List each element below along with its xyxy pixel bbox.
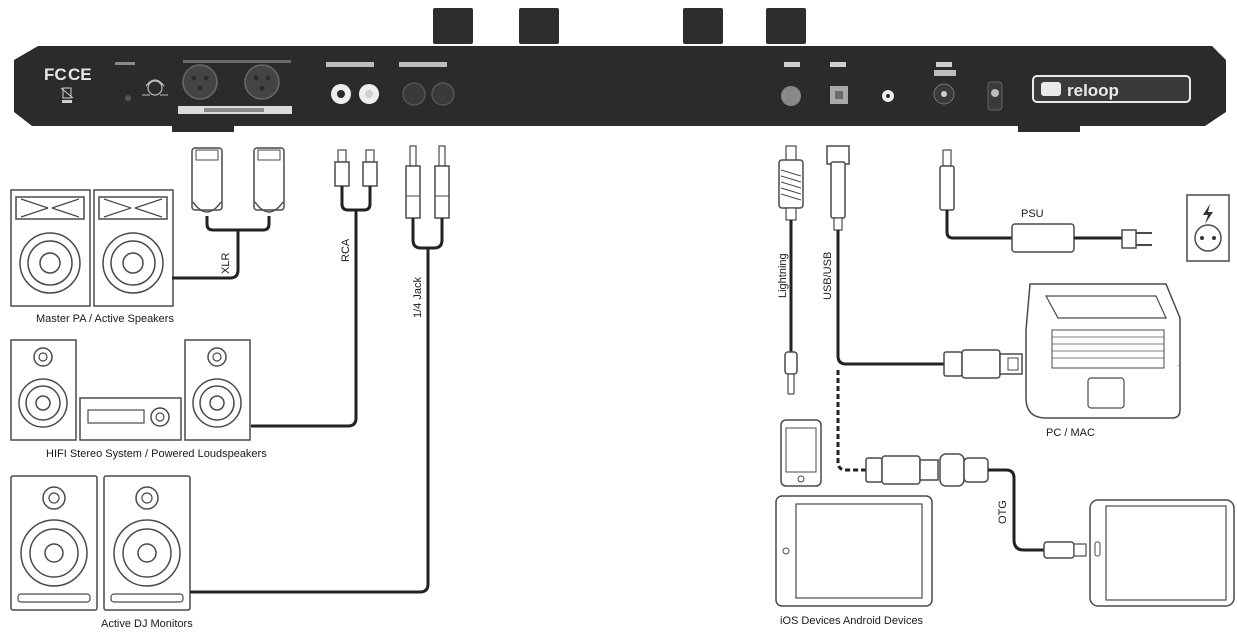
svg-text:reloop: reloop xyxy=(1067,81,1119,100)
hifi-speaker-right xyxy=(184,339,251,441)
label-lightning: Lightning xyxy=(777,253,789,298)
jack-output-left xyxy=(402,82,426,106)
dj-monitor-left xyxy=(10,475,98,611)
top-knob-2 xyxy=(519,8,559,44)
rca-output-left xyxy=(331,84,351,104)
power-bolt-icon xyxy=(1203,204,1213,224)
label-dj-monitors: Active DJ Monitors xyxy=(101,618,193,630)
headphone-icon xyxy=(142,79,168,96)
label-master-pa: Master PA / Active Speakers xyxy=(36,313,174,325)
xlr-output-left xyxy=(182,64,218,100)
quarter-jack-cable xyxy=(190,145,450,594)
label-quarter-jack: 1/4 Jack xyxy=(412,277,424,318)
label-mobile-devices: iOS Devices Android Devices xyxy=(780,615,924,627)
top-knob-1 xyxy=(433,8,473,44)
label-otg: OTG xyxy=(997,500,1009,524)
label-rca: RCA xyxy=(340,238,352,262)
top-knob-4 xyxy=(766,8,806,44)
otg-adapter xyxy=(865,453,1087,559)
controller-rear-panel: FC CE xyxy=(14,8,1226,132)
dj-monitor-right xyxy=(103,475,191,611)
label-hifi: HIFI Stereo System / Powered Loudspeaker… xyxy=(46,448,267,460)
label-pc-mac: PC / MAC xyxy=(1046,427,1095,439)
master-pa-speaker-right xyxy=(93,189,174,307)
lightning-cable xyxy=(778,145,804,395)
power-outlet-icon xyxy=(1186,194,1230,262)
lightning-port xyxy=(781,86,801,106)
label-usb: USB/USB xyxy=(822,252,834,300)
device-foot-left xyxy=(172,124,234,132)
master-pa-speaker-left xyxy=(10,189,91,307)
rca-cable xyxy=(251,149,378,428)
smartphone xyxy=(780,419,822,487)
reloop-logo: reloop xyxy=(1032,75,1191,103)
hifi-amplifier xyxy=(79,397,182,441)
xlr-cable xyxy=(172,147,285,280)
device-body xyxy=(14,46,1226,126)
label-xlr: XLR xyxy=(220,253,232,274)
usb-cable xyxy=(826,145,1023,472)
jack-output-right xyxy=(431,82,455,106)
mic-jack xyxy=(125,95,131,101)
ce-mark: CE xyxy=(68,65,92,84)
xlr-output-right xyxy=(244,64,280,100)
rca-output-right xyxy=(359,84,379,104)
ios-tablet xyxy=(775,495,933,607)
device-foot-right xyxy=(1018,124,1080,132)
fcc-mark: FC xyxy=(44,65,67,84)
top-knob-3 xyxy=(683,8,723,44)
android-tablet xyxy=(1089,499,1235,607)
psu-cable xyxy=(939,149,1152,253)
laptop-pc-mac xyxy=(1025,283,1181,419)
label-psu: PSU xyxy=(1021,208,1044,220)
hifi-speaker-left xyxy=(10,339,77,441)
psu-brick xyxy=(1011,223,1075,253)
trash-bin-icon xyxy=(60,87,74,103)
